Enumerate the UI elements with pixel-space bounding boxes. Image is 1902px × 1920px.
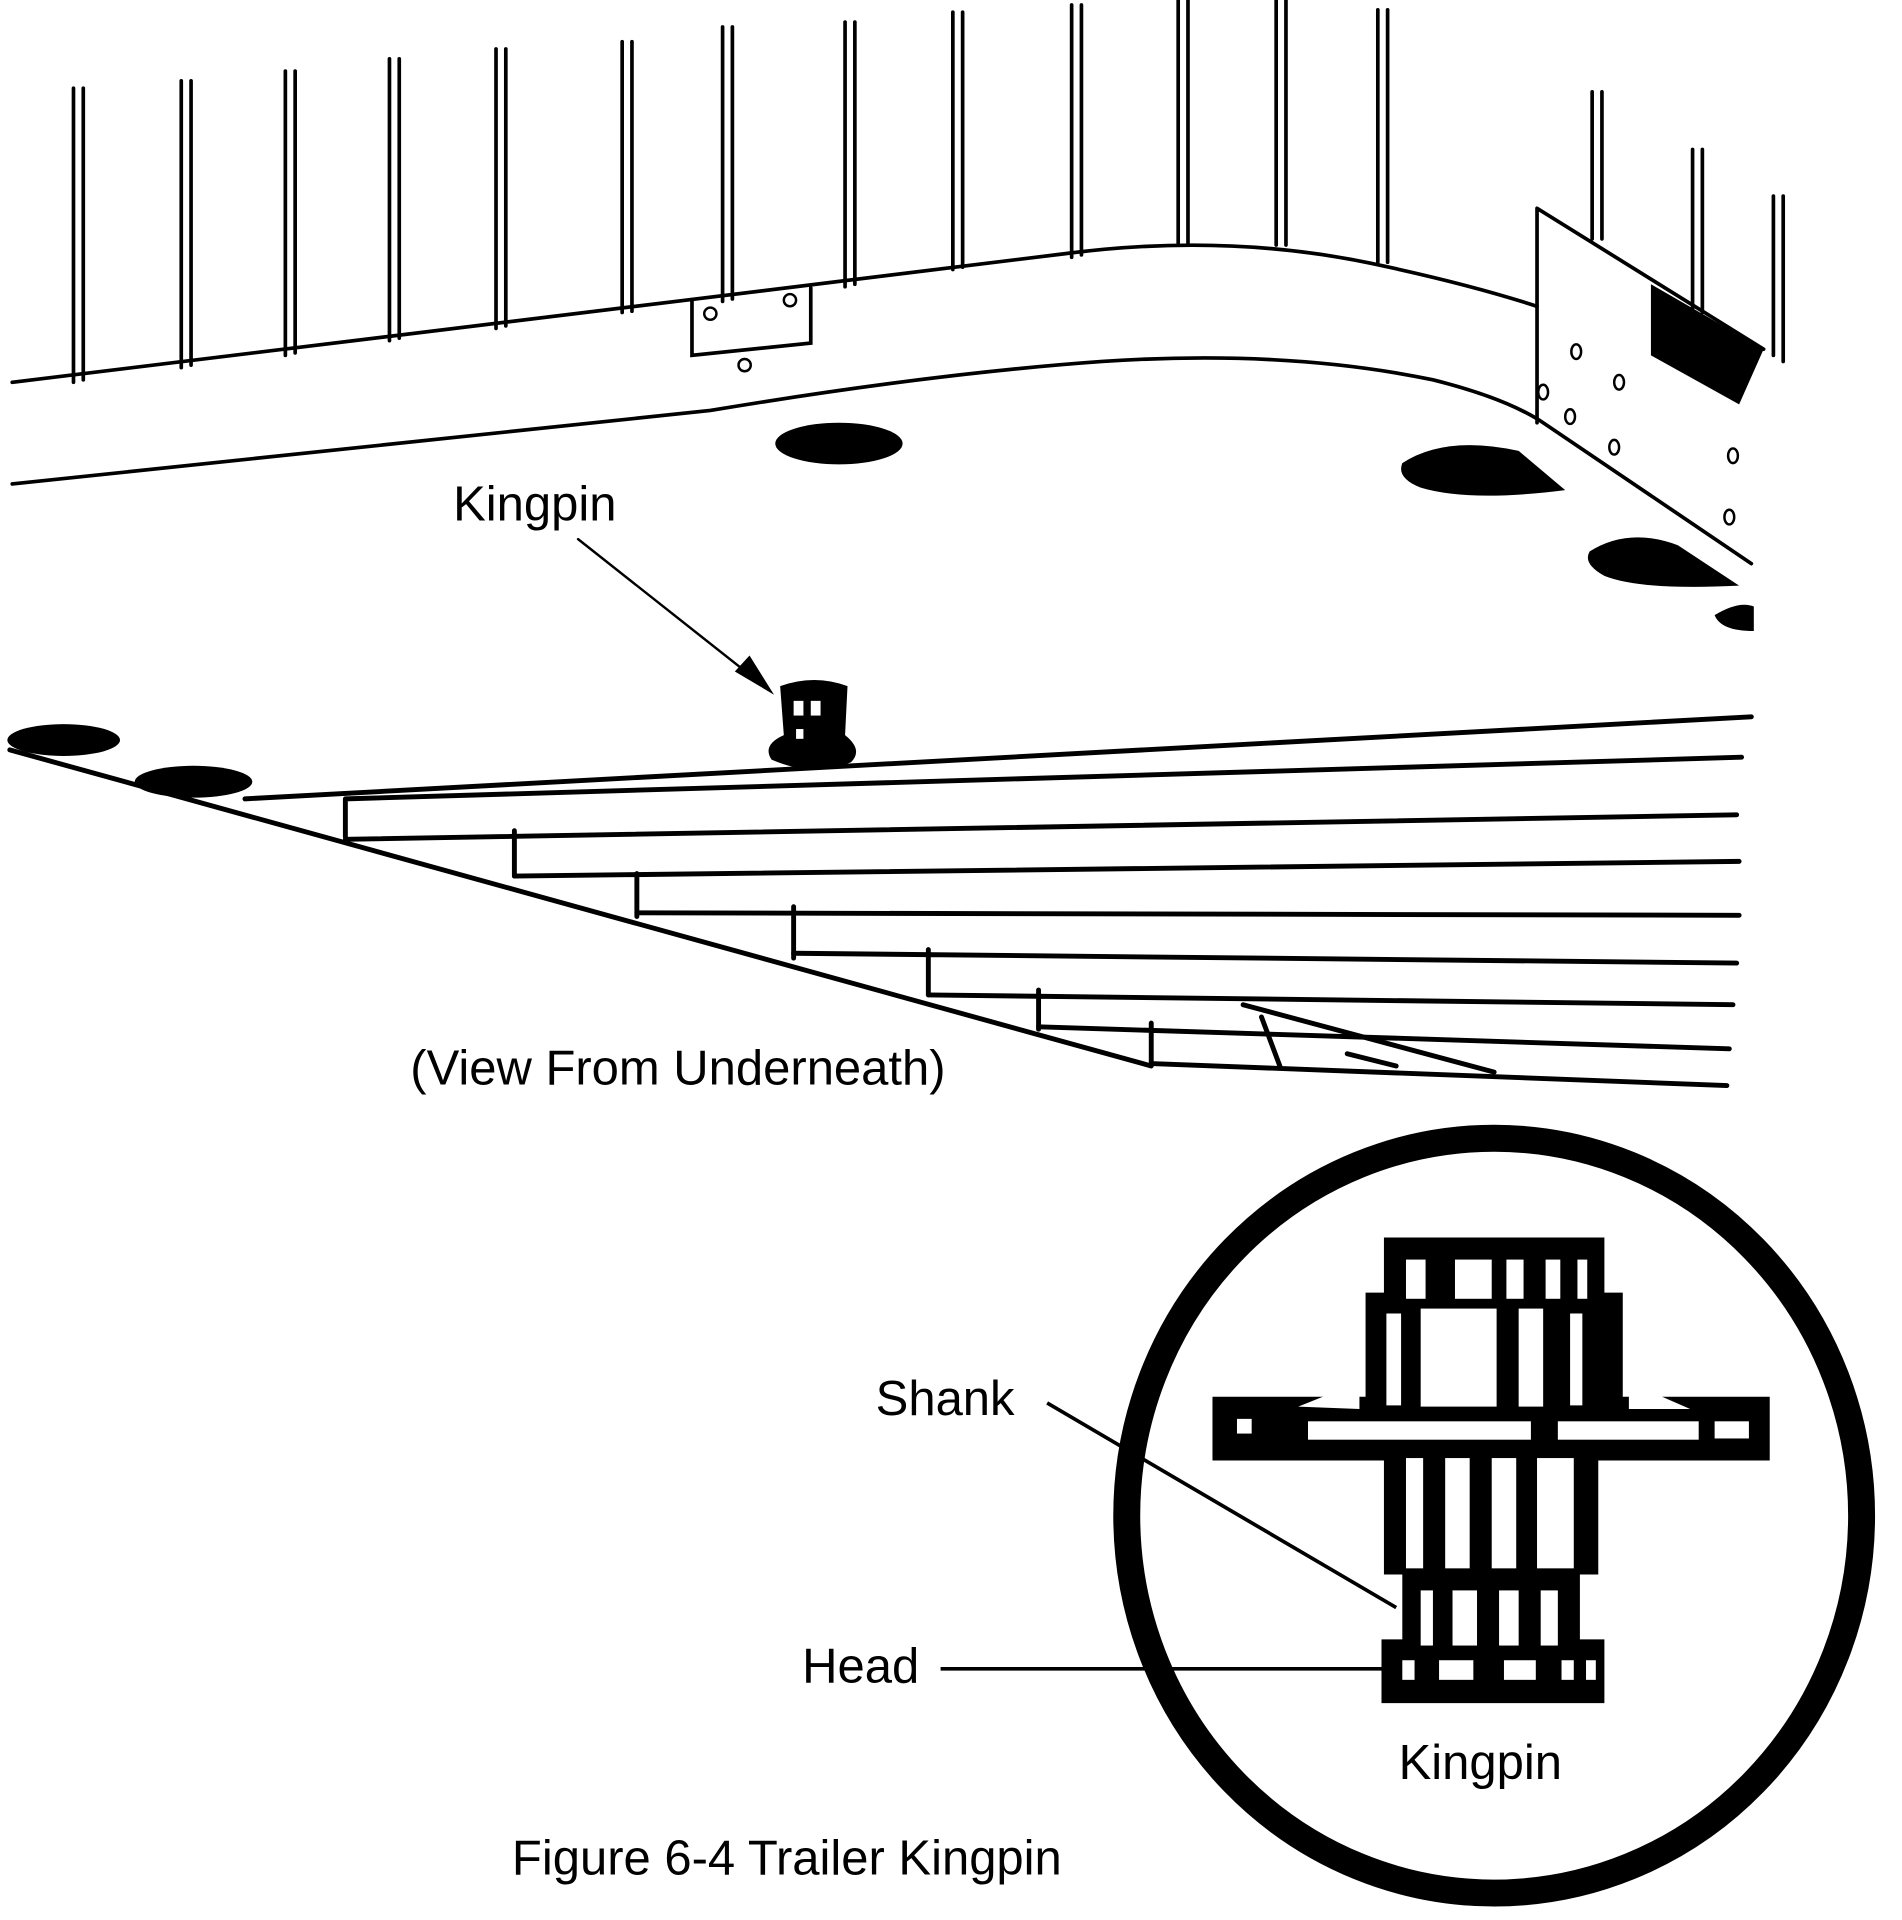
lower-rail	[10, 356, 1754, 566]
upper-rail	[10, 243, 1539, 385]
view-note: (View From Underneath)	[410, 1041, 945, 1095]
detail-circle	[1113, 1124, 1876, 1907]
kingpin-small	[768, 680, 857, 770]
kingpin-detail: Shank Head Kingpin	[802, 1124, 1876, 1907]
head-label: Head	[802, 1639, 919, 1693]
figure-caption: Figure 6-4 Trailer Kingpin	[512, 1832, 1062, 1886]
trailer-ribs	[71, 0, 1786, 385]
arrow-head-icon	[734, 655, 775, 695]
kingpin-pointer	[576, 537, 755, 679]
crossmember-panel	[1535, 206, 1766, 425]
frame-holes	[7, 422, 1754, 798]
mount-plate	[690, 286, 813, 358]
deck-beams	[7, 714, 1754, 1089]
kingpin-detail-label: Kingpin	[1399, 1736, 1562, 1790]
kingpin-label-top: Kingpin	[453, 478, 616, 532]
shank-label: Shank	[876, 1372, 1015, 1426]
shank-leader	[1046, 1401, 1398, 1610]
kingpin-detail-drawing	[1212, 1237, 1770, 1704]
trailer-underside-drawing	[7, 0, 1786, 1089]
